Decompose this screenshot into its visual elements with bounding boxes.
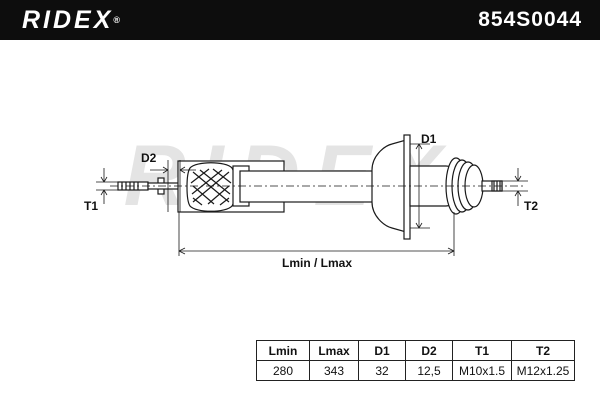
spec-header-d1: D1 <box>358 340 406 361</box>
brand-registered-mark: ® <box>113 15 121 25</box>
spec-header-t2: T2 <box>511 340 575 361</box>
t1-label: T1 <box>84 199 98 213</box>
t1-dimension <box>96 168 118 204</box>
t2-dimension <box>502 168 528 206</box>
spec-value-t2: M12x1.25 <box>511 360 575 381</box>
spec-header-lmax: Lmax <box>309 340 359 361</box>
d1-label: D1 <box>421 132 437 146</box>
upper-mount-plate <box>403 134 411 240</box>
d2-dimension <box>150 160 196 212</box>
spec-value-t1: M10x1.5 <box>452 360 512 381</box>
spec-value-d2: 12,5 <box>405 360 453 381</box>
spec-value-d1: 32 <box>358 360 406 381</box>
bump-stop <box>186 162 236 212</box>
d2-label: D2 <box>141 151 157 165</box>
spec-header-t1: T1 <box>452 340 512 361</box>
part-number: 854S0044 <box>478 8 582 31</box>
length-dimension <box>178 212 455 256</box>
header-bar: RIDEX® 854S0044 <box>0 0 600 40</box>
spec-value-lmin: 280 <box>256 360 310 381</box>
brand-name: RIDEX <box>22 6 114 34</box>
brand-logo: RIDEX® <box>22 5 120 35</box>
spec-header-row: Lmin Lmax D1 D2 T1 T2 <box>256 340 575 361</box>
spec-table: Lmin Lmax D1 D2 T1 T2 280 343 32 12,5 M1… <box>256 340 575 381</box>
spec-value-row: 280 343 32 12,5 M10x1.5 M12x1.25 <box>256 360 575 381</box>
t2-label: T2 <box>524 199 538 213</box>
main-tube <box>239 170 391 203</box>
length-label: Lmin / Lmax <box>282 256 352 270</box>
spec-header-d2: D2 <box>405 340 453 361</box>
shock-absorber-drawing: RIDEX <box>84 128 538 270</box>
d1-dimension <box>410 143 430 229</box>
spec-header-lmin: Lmin <box>256 340 310 361</box>
spec-value-lmax: 343 <box>309 360 359 381</box>
